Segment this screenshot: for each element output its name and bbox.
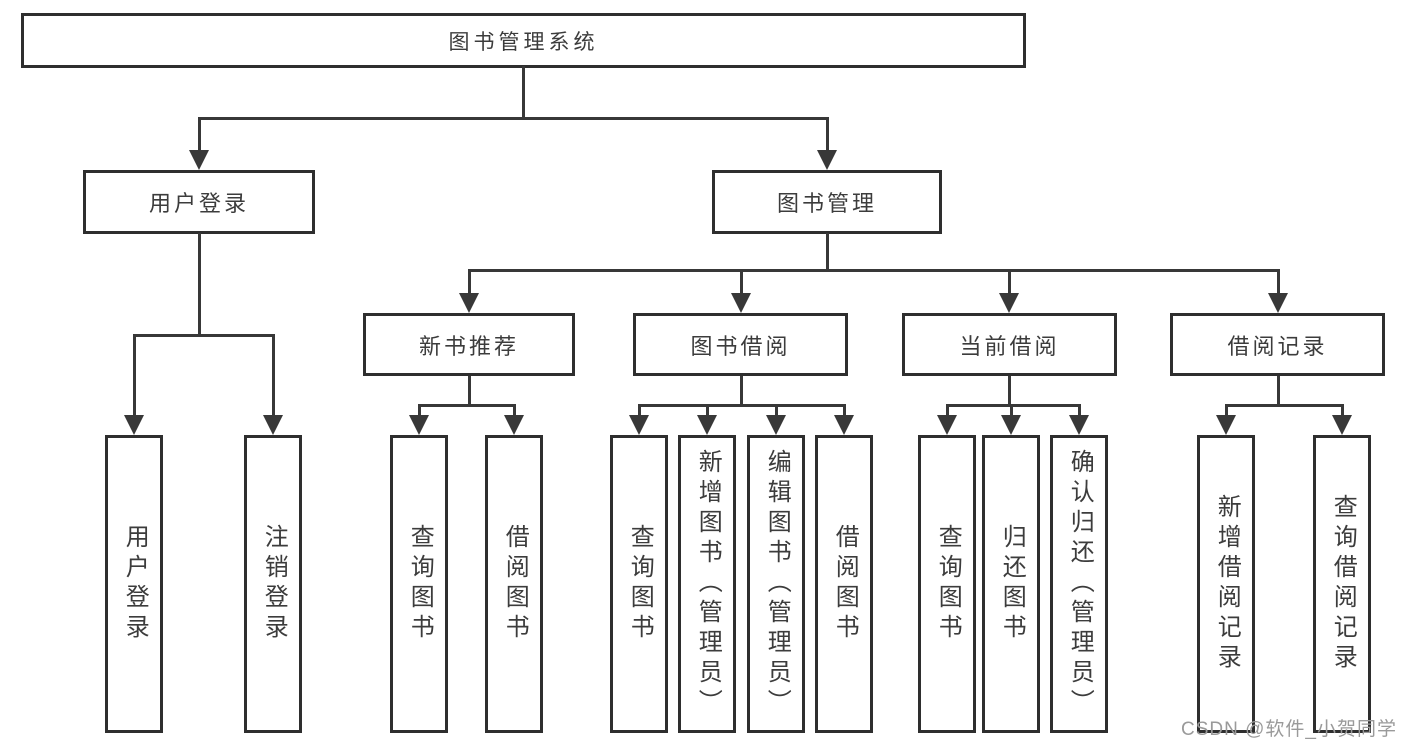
arrow-to-leaf-query-books-current (937, 405, 957, 435)
arrow-to-leaf-query-books-borrowing (629, 405, 649, 435)
arrow-to-leaf-borrow-books-borrowing (834, 405, 854, 435)
node-label: 注销登录 (260, 524, 288, 644)
leaf-query-books-current: 查询图书 (918, 435, 976, 733)
node-label: 确认归还（管理员） (1066, 449, 1094, 719)
leaf-logout: 注销登录 (244, 435, 302, 733)
node-label: 借阅图书 (501, 524, 529, 644)
node-library-management-system: 图书管理系统 (21, 13, 1026, 68)
leaf-query-borrow-record: 查询借阅记录 (1313, 435, 1371, 733)
leaf-return-books: 归还图书 (982, 435, 1040, 733)
arrow-to-leaf-query-books-recommend (409, 405, 429, 435)
node-book-management: 图书管理 (712, 170, 942, 234)
connector-branch-level1 (197, 117, 829, 120)
connector-branch-current-borrowing (945, 404, 1081, 407)
node-label: 借阅记录 (1227, 333, 1328, 359)
arrow-to-leaf-edit-book-admin (766, 405, 786, 435)
arrow-to-leaf-query-borrow-record (1332, 405, 1352, 435)
node-user-login: 用户登录 (83, 170, 315, 234)
leaf-add-borrow-record: 新增借阅记录 (1197, 435, 1255, 733)
node-label: 图书管理系统 (448, 30, 599, 54)
connector-branch-borrowing-records (1224, 404, 1344, 407)
arrow-to-new-book-recommendation (459, 270, 479, 313)
arrow-to-leaf-add-book-admin (697, 405, 717, 435)
leaf-edit-book-admin: 编辑图书（管理员） (747, 435, 805, 733)
connector-branch-user-login (132, 334, 275, 337)
leaf-user-login: 用户登录 (105, 435, 163, 733)
arrow-to-leaf-borrow-books-recommend (504, 405, 524, 435)
connector-branch-new-book (417, 404, 516, 407)
node-new-book-recommendation: 新书推荐 (363, 313, 575, 376)
arrow-to-current-borrowing (999, 270, 1019, 313)
leaf-confirm-return-admin: 确认归还（管理员） (1050, 435, 1108, 733)
node-label: 图书管理 (776, 191, 877, 216)
node-label: 查询图书 (934, 524, 962, 644)
node-label: 查询借阅记录 (1329, 494, 1357, 674)
leaf-query-books-borrowing: 查询图书 (610, 435, 668, 733)
arrow-to-leaf-logout (263, 335, 283, 435)
connector-trunk-user-login (197, 233, 201, 336)
leaf-borrow-books-borrowing: 借阅图书 (815, 435, 873, 733)
node-label: 查询图书 (406, 524, 434, 644)
arrow-to-leaf-add-borrow-record (1216, 405, 1236, 435)
leaf-query-books-recommend: 查询图书 (390, 435, 448, 733)
arrow-to-borrowing-records (1268, 270, 1288, 313)
connector-branch-book-management (467, 269, 1280, 272)
node-label: 编辑图书（管理员） (763, 449, 791, 719)
arrow-to-book-management (817, 118, 837, 170)
connector-branch-book-borrowing (637, 404, 846, 407)
node-label: 新书推荐 (418, 333, 519, 359)
node-borrowing-records: 借阅记录 (1170, 313, 1385, 376)
node-book-borrowing: 图书借阅 (633, 313, 848, 376)
node-label: 借阅图书 (831, 524, 859, 644)
leaf-borrow-books-recommend: 借阅图书 (485, 435, 543, 733)
connector-trunk-root (521, 66, 525, 119)
node-label: 用户登录 (121, 524, 149, 644)
arrow-to-leaf-return-books (1001, 405, 1021, 435)
arrow-to-user-login (189, 118, 209, 170)
arrow-to-leaf-confirm-return-admin (1069, 405, 1089, 435)
leaf-add-book-admin: 新增图书（管理员） (678, 435, 736, 733)
node-label: 查询图书 (626, 524, 654, 644)
connector-trunk-book-management (825, 233, 829, 271)
connector-trunk-borrowing-records (1276, 376, 1280, 406)
connector-trunk-new-book (467, 376, 471, 406)
connector-trunk-current-borrowing (1007, 376, 1011, 406)
connector-trunk-book-borrowing (739, 376, 743, 406)
node-label: 当前借阅 (959, 333, 1060, 359)
node-label: 用户登录 (148, 191, 249, 216)
arrow-to-leaf-user-login (124, 335, 144, 435)
node-label: 图书借阅 (690, 333, 791, 359)
node-label: 归还图书 (998, 524, 1026, 644)
node-label: 新增借阅记录 (1213, 494, 1241, 674)
node-label: 新增图书（管理员） (694, 449, 722, 719)
node-current-borrowing: 当前借阅 (902, 313, 1117, 376)
csdn-watermark: CSDN @软件_小贺同学 (1181, 719, 1397, 740)
arrow-to-book-borrowing (731, 270, 751, 313)
